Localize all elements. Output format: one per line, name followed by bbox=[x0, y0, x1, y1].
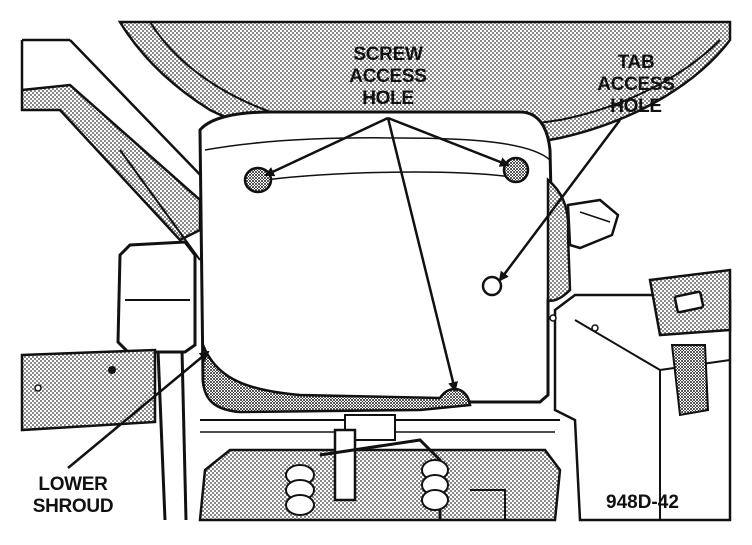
lower-shroud-label: LOWER SHROUD bbox=[18, 474, 128, 518]
tab-label-line-3: HOLE bbox=[610, 96, 662, 117]
multifunction-switch-knob bbox=[116, 240, 197, 354]
screw-access-hole-right bbox=[502, 156, 530, 184]
upper-shroud bbox=[198, 110, 555, 407]
ignition-housing bbox=[546, 177, 572, 302]
figure-number: 948D-42 bbox=[606, 492, 679, 513]
tab-access-callout-arrow bbox=[498, 119, 621, 282]
screw-label-line-2: ACCESS bbox=[349, 66, 427, 87]
ignition-lever bbox=[566, 198, 620, 250]
lower-label-line-1: LOWER bbox=[38, 474, 108, 495]
screw-access-callout-arrows bbox=[264, 116, 510, 392]
screw-label-line-3: HOLE bbox=[362, 88, 414, 109]
tab-access-hole-label: TAB ACCESS HOLE bbox=[580, 52, 692, 118]
tab-label-line-1: TAB bbox=[617, 52, 655, 73]
screw-access-hole-left bbox=[243, 166, 273, 194]
screw-access-hole-label: SCREW ACCESS HOLE bbox=[332, 44, 444, 110]
tab-label-line-2: ACCESS bbox=[597, 74, 675, 95]
screw-label-line-1: SCREW bbox=[353, 44, 423, 65]
warning-lamp bbox=[673, 290, 705, 314]
lower-label-line-2: SHROUD bbox=[32, 496, 114, 517]
tab-access-hole bbox=[481, 275, 503, 297]
lower-shroud-callout-arrow bbox=[67, 350, 210, 469]
